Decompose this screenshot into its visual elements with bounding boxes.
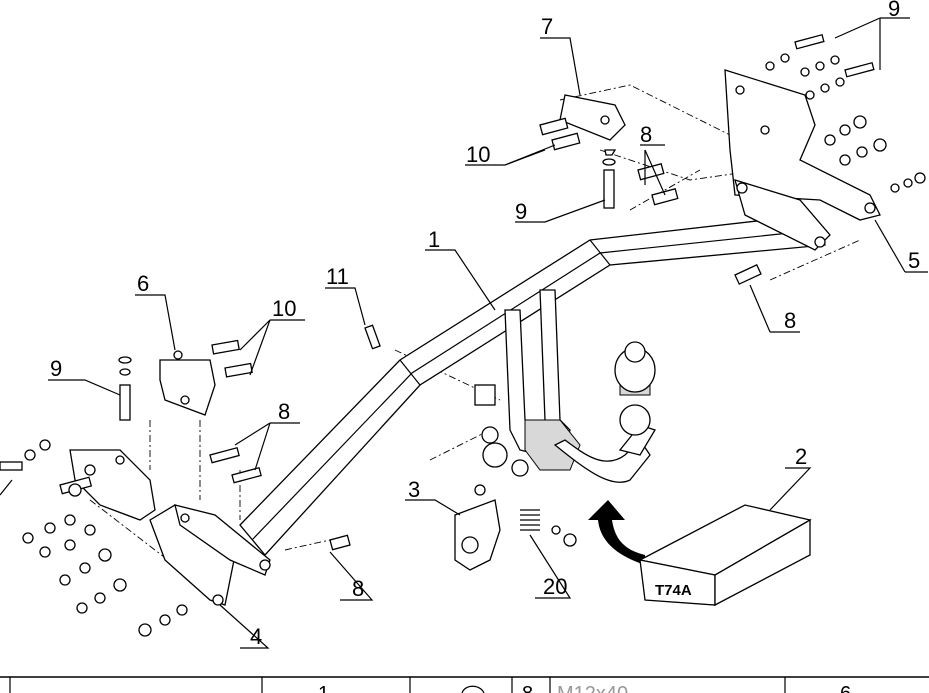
right-fasteners (765, 33, 926, 193)
leader-lines (0, 17, 928, 649)
table-cell-spec: M12x40 (557, 683, 628, 693)
callout-3: 3 (408, 477, 420, 502)
callout-7: 7 (541, 14, 553, 39)
callout-8-left: 8 (278, 399, 290, 424)
table-cell-part-icon (461, 685, 485, 693)
table-cell-quantity: 1 (318, 683, 329, 693)
parts-table: 1 8 M12x40 6 (0, 676, 929, 693)
callout-1: 1 (428, 227, 440, 252)
table-cell-count: 6 (840, 683, 851, 693)
curved-arrow (588, 500, 645, 565)
callout-20: 20 (543, 574, 567, 599)
callout-4: 4 (250, 624, 262, 649)
left-side-bracket (69, 449, 271, 606)
callout-11: 11 (326, 264, 349, 289)
right-side-bracket (724, 69, 881, 251)
kit-box: T74A (638, 504, 812, 607)
callout-8-right: 8 (784, 308, 796, 333)
callout-8-bottom: 8 (352, 576, 364, 601)
kit-box-label: T74A (655, 582, 692, 599)
callout-10-top: 10 (466, 142, 490, 167)
callout-9-middle: 9 (515, 199, 527, 224)
callout-9-top-right: 9 (888, 0, 900, 21)
callout-8-top: 8 (640, 122, 652, 147)
callout-2: 2 (795, 444, 807, 469)
callout-9-left: 9 (50, 356, 62, 381)
callout-6: 6 (137, 271, 149, 296)
socket-plate (454, 484, 501, 571)
callout-numbers: 7 9 10 8 9 5 1 8 6 10 11 9 8 2 3 8 4 20 (50, 0, 920, 649)
callout-10-left: 10 (272, 296, 296, 321)
spring-and-nut (520, 509, 577, 547)
left-fasteners (0, 263, 762, 637)
tow-ball-assembly (474, 289, 656, 483)
top-bracket-plate (539, 94, 679, 209)
table-cell-number: 8 (522, 683, 533, 693)
callout-5: 5 (908, 248, 920, 273)
left-top-bracket (118, 339, 253, 421)
